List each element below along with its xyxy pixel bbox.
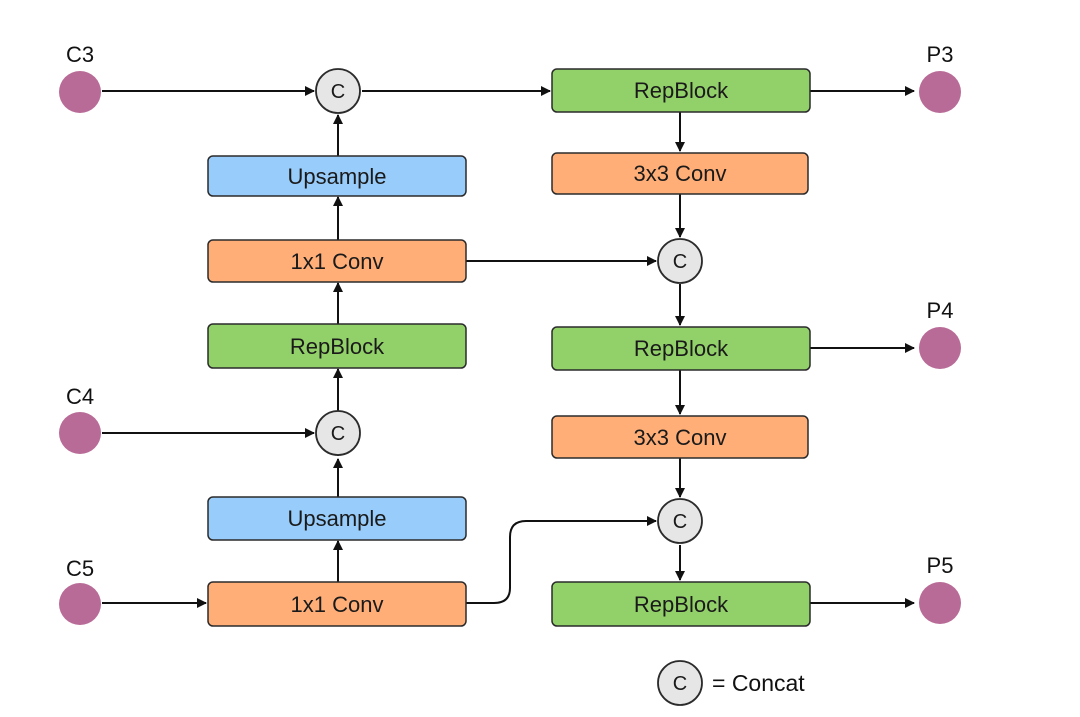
input-c4-dot [59,412,101,454]
concat-node-mid-left-label: C [331,423,345,445]
conv3x3-block-mid-label: 3x3 Conv [634,425,727,450]
repblock-right-bottom: RepBlock [551,581,811,627]
input-c5: C5 [59,556,101,625]
edge-conv-bottom-to-right-concat [466,516,657,604]
input-c3-label: C3 [66,42,94,67]
output-p3: P3 [919,42,961,113]
input-c3: C3 [59,42,101,113]
concat-node-top-right-label: C [673,251,687,273]
legend-concat-icon [657,660,703,706]
legend: C = Concat [657,660,805,706]
output-p5: P5 [919,553,961,624]
conv1x1-block-bottom-label: 1x1 Conv [291,592,384,617]
repblock-right-top-label: RepBlock [634,78,729,103]
input-c3-dot [59,71,101,113]
conv3x3-block-mid: 3x3 Conv [551,415,809,459]
repblock-left: RepBlock [207,323,467,369]
output-p3-label: P3 [927,42,954,67]
concat-node-top-right: C [657,238,703,284]
output-p3-dot [919,71,961,113]
output-p5-dot [919,582,961,624]
output-p4: P4 [919,298,961,369]
legend-text: = Concat [712,670,805,696]
repblock-right-mid: RepBlock [551,326,811,371]
repblock-right-mid-label: RepBlock [634,336,729,361]
conv3x3-block-top-label: 3x3 Conv [634,161,727,186]
input-c4-label: C4 [66,384,94,409]
upsample-block-bottom-label: Upsample [287,506,386,531]
concat-node-mid-left: C [315,410,361,456]
concat-node-top-left-label: C [331,81,345,103]
conv1x1-block-bottom: 1x1 Conv [207,581,467,627]
input-c5-dot [59,583,101,625]
conv1x1-block-top-label: 1x1 Conv [291,249,384,274]
output-p5-label: P5 [927,553,954,578]
repblock-right-bottom-label: RepBlock [634,592,729,617]
upsample-block-bottom: Upsample [207,496,467,541]
concat-node-top-left: C [315,68,361,114]
upsample-block-top: Upsample [207,155,467,197]
repblock-left-label: RepBlock [290,334,385,359]
output-p4-label: P4 [927,298,954,323]
upsample-block-top-label: Upsample [287,164,386,189]
concat-node-bottom-right-label: C [673,511,687,533]
concat-node-bottom-right: C [657,498,703,544]
conv3x3-block-top: 3x3 Conv [551,152,809,195]
conv1x1-block-top: 1x1 Conv [207,239,467,283]
input-c4: C4 [59,384,101,454]
legend-symbol: C [673,673,687,695]
output-p4-dot [919,327,961,369]
repblock-right-top: RepBlock [551,68,811,113]
edges [102,86,915,608]
input-c5-label: C5 [66,556,94,581]
